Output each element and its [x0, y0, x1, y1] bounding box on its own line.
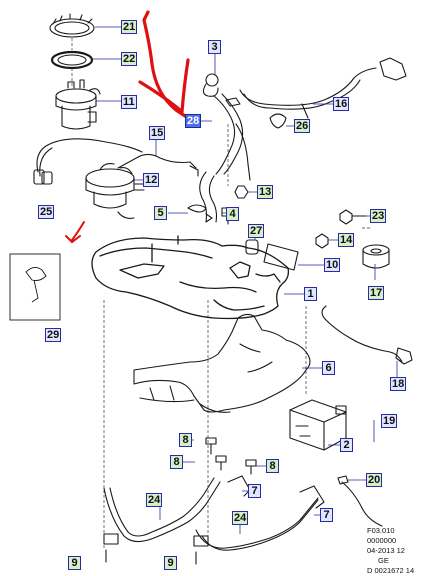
evap-canister-part	[289, 399, 347, 451]
footer-line-1: F03.010	[367, 526, 395, 535]
sender-unit-part	[55, 79, 101, 130]
wiring-harness-part	[117, 153, 197, 169]
fuel-pump-module-part	[85, 163, 145, 219]
seal-ring-part	[50, 50, 94, 70]
callout-21: 21	[121, 20, 138, 34]
bolt-8c-part	[245, 459, 257, 475]
callout-8a: 8	[179, 433, 192, 447]
red-annotation-arrow	[138, 10, 190, 120]
callout-18: 18	[390, 377, 407, 391]
strap-24b-part	[193, 485, 325, 551]
fuel-tank-part	[91, 235, 290, 320]
callout-7b: 7	[320, 508, 333, 522]
sensor-18-part	[321, 305, 413, 365]
bolt-8b-part	[215, 455, 227, 471]
inset-box-29	[9, 253, 61, 321]
strap-end-7a-part	[227, 475, 251, 497]
bolt-8a-part	[205, 437, 217, 455]
vent-hose-part	[239, 57, 407, 129]
label-leaders	[93, 26, 398, 534]
callout-17: 17	[368, 286, 385, 300]
callout-6: 6	[322, 361, 335, 375]
callout-2: 2	[340, 438, 353, 452]
callout-8b: 8	[170, 455, 183, 469]
callout-13: 13	[257, 185, 274, 199]
sensor-20-part	[337, 475, 383, 527]
callout-9b: 9	[164, 556, 177, 570]
footer-line-5: D 0021672 14	[367, 566, 415, 575]
callout-20: 20	[366, 473, 383, 487]
lock-ring-part	[49, 13, 95, 38]
callout-14: 14	[338, 233, 355, 247]
callout-26: 26	[294, 119, 311, 133]
footer-line-4: GE	[378, 556, 389, 565]
callout-23: 23	[370, 209, 387, 223]
callout-19: 19	[381, 414, 398, 428]
callout-29: 29	[45, 328, 62, 342]
grommet-17-part	[362, 244, 390, 269]
callout-3: 3	[208, 40, 221, 54]
plug-27-part	[245, 239, 259, 255]
strap-24a-part	[103, 477, 221, 545]
pump-harness-part	[33, 138, 143, 185]
footer-line-3: 04-2013 12	[367, 546, 405, 555]
callout-11: 11	[121, 95, 137, 109]
callout-24a: 24	[146, 493, 163, 507]
callout-10: 10	[324, 258, 341, 272]
callout-7a: 7	[248, 484, 261, 498]
filler-neck-part	[199, 73, 251, 223]
callout-15: 15	[149, 126, 166, 140]
clip-5-part	[187, 204, 207, 213]
dashed-leaders	[71, 38, 370, 550]
red-annotation-arrow-small	[65, 221, 85, 244]
heat-shield-part	[133, 313, 311, 413]
callout-22: 22	[121, 52, 138, 66]
callout-27: 27	[248, 224, 265, 238]
callout-8c: 8	[266, 459, 279, 473]
bolt-23-part	[339, 209, 367, 225]
callout-4: 4	[226, 207, 239, 221]
callout-16: 16	[333, 97, 350, 111]
callout-5: 5	[154, 206, 167, 220]
callout-12: 12	[143, 173, 160, 187]
callout-24b: 24	[232, 511, 249, 525]
callout-9a: 9	[68, 556, 81, 570]
footer-line-2: 0000000	[367, 536, 397, 545]
callout-28: 28	[185, 114, 202, 128]
callout-1: 1	[304, 287, 317, 301]
callout-25: 25	[38, 205, 55, 219]
nut-14-part	[315, 233, 329, 249]
bolt-13-part	[234, 185, 249, 199]
bracket-10-part	[263, 243, 299, 271]
